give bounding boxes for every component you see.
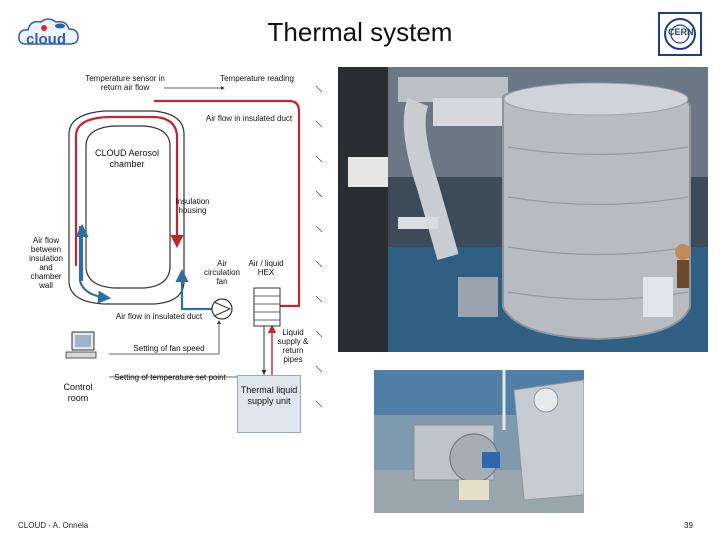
label-insulation: Insulation housing: [175, 197, 210, 215]
fan-photo: [374, 370, 584, 513]
label-air-flow-bottom: Air flow in insulated duct: [115, 312, 203, 321]
label-circulation-fan: Air circulation fan: [203, 259, 240, 286]
chamber-photo: [338, 67, 708, 352]
label-thermal-unit: Thermal liquid supply unit: [240, 385, 298, 406]
label-temp-setpoint: Setting of temperature set point: [114, 373, 226, 382]
cloud-logo: cloud: [14, 14, 84, 54]
label-hex: Air / liquid HEX: [248, 259, 284, 277]
label-chamber: CLOUD Aerosol chamber: [94, 148, 160, 169]
cern-logo: CERN: [658, 12, 702, 56]
footer-author: CLOUD - A. Onnela: [18, 521, 89, 530]
slide-title: Thermal system: [267, 17, 453, 47]
label-liquid-pipes: Liquid supply & return pipes: [277, 328, 309, 364]
label-temp-reading: Temperature reading: [220, 74, 294, 83]
label-fan-speed: Setting of fan speed: [133, 344, 205, 353]
thermal-system-diagram: Temperature sensor in return air flow Te…: [14, 66, 334, 446]
label-temp-sensor: Temperature sensor in return air flow: [85, 74, 165, 92]
page-number: 39: [684, 521, 693, 530]
label-control-room: Control room: [63, 382, 93, 403]
label-air-flow-between: Air flow between insulation and chamber …: [29, 236, 63, 290]
label-air-flow-top: Air flow in insulated duct: [205, 114, 293, 123]
thermal-unit-box: Thermal liquid supply unit: [237, 375, 301, 433]
cern-logo-text: CERN: [668, 27, 694, 37]
cloud-logo-text: cloud: [26, 31, 66, 48]
